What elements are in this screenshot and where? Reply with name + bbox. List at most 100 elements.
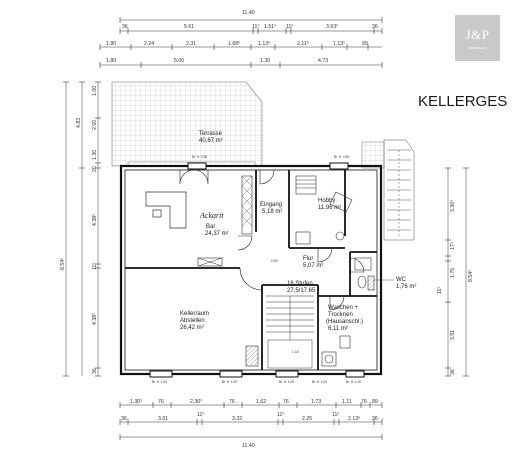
room-keller-sub: Abstellen — [180, 318, 205, 324]
bottom-dim: 76 — [283, 399, 289, 405]
top-dim: 2.11⁵ — [297, 41, 309, 47]
left-dim: 4.38⁵ — [92, 313, 98, 325]
left-dim: 4.83 — [76, 118, 82, 128]
left-total-dim: 8.54⁵ — [60, 258, 66, 270]
shelf-pattern — [241, 175, 253, 227]
top-dim: 36 — [122, 24, 128, 30]
bottom-dim: 11⁵ — [197, 412, 205, 418]
bottom-dim: 2.25 — [302, 416, 312, 422]
handwritten-note: Ackarit — [199, 211, 224, 220]
right-dim: 17⁵ — [450, 242, 456, 250]
right-total-dim: 8.54⁵ — [468, 270, 474, 282]
window-note: Br. H. 0,96 — [334, 155, 349, 159]
right-dim: 3.36⁵ — [450, 200, 456, 212]
bottom-dim: 1.30⁵ — [130, 399, 142, 405]
window-note: Br. H. 1,00 — [279, 380, 294, 384]
bottom-dim: 3.32 — [232, 416, 242, 422]
room-waschen-label: Waschen + — [328, 305, 358, 311]
bottom-dim: 11⁵ — [277, 412, 285, 418]
left-dim: 1.00 — [92, 86, 98, 96]
terrace-area — [111, 81, 263, 167]
window-note: Br. H. 1,00 — [222, 380, 237, 384]
top-dim: 1.51⁵ — [264, 24, 276, 30]
room-eingang-area: 5,18 m² — [262, 209, 282, 215]
laundry-fixtures — [321, 335, 351, 367]
top-dim: 2.24 — [144, 41, 154, 47]
top-dim: 1.30 — [260, 58, 270, 64]
bar-counter — [145, 191, 187, 229]
stairs-label: 16 Stufen — [287, 281, 313, 287]
top-dimensions — [99, 17, 383, 68]
top-dim: 11⁵ — [286, 24, 294, 30]
terrace-area-value: 40,67 m² — [199, 138, 223, 144]
bottom-dim: 2.36⁵ — [190, 399, 202, 405]
room-waschen-sub2: (Hausanschl.) — [326, 319, 363, 325]
doors — [179, 169, 365, 311]
window-note: Br. H. 1,00 — [152, 380, 167, 384]
left-dim: 2.00 — [92, 120, 98, 130]
top-dim: 36 — [372, 24, 378, 30]
inside-stairs — [266, 295, 314, 369]
top-dim: 5.06 — [174, 58, 184, 64]
hobby-furniture — [295, 175, 353, 245]
left-dimensions — [63, 81, 101, 377]
terrace-side — [361, 141, 385, 169]
bottom-dim: 36 — [372, 416, 378, 422]
room-waschen-area: 6,11 m² — [328, 326, 348, 332]
top-dim: 2.31 — [186, 41, 196, 47]
bottom-dim: 76 — [361, 399, 367, 405]
outer-walls — [119, 164, 383, 376]
top-dim: 1.13⁵ — [333, 41, 345, 47]
window-note: Br. H. 1,00 — [312, 380, 327, 384]
outside-stairs — [383, 139, 415, 241]
right-dim: 1.76 — [450, 268, 456, 278]
bottom-dim: 1.62 — [256, 399, 266, 405]
top-dim: 1.80 — [106, 41, 116, 47]
top-dim: 4.73 — [318, 58, 328, 64]
bottom-total-dim: 11.40 — [242, 443, 255, 449]
bottom-dim: 3.01 — [158, 416, 168, 422]
storage-shaft — [245, 345, 259, 367]
top-dim: 1.13⁵ — [258, 41, 270, 47]
top-dim: 11⁵ — [252, 24, 260, 30]
room-eingang-label: Eingang — [260, 202, 282, 208]
bottom-dim: 1.73 — [311, 399, 321, 405]
room-wc-label: WC — [396, 277, 407, 283]
bottom-dim: 1.11 — [342, 399, 352, 405]
company-logo: J&P IMMOBILIEN — [455, 15, 500, 61]
bottom-dim: 11⁵ — [332, 412, 340, 418]
left-dim: 11⁵ — [92, 262, 98, 270]
right-dim: 36 — [450, 369, 456, 375]
wc-fixtures — [354, 257, 375, 291]
bottom-dim: 36 — [121, 416, 127, 422]
top-dim: 99 — [362, 41, 368, 47]
terrace-label: Terrasse — [199, 131, 223, 137]
door-note: 2,92² — [271, 259, 278, 263]
plan-title: KELLERGES — [418, 93, 507, 110]
bottom-dim: 76 — [229, 399, 235, 405]
room-bar-area: 24,37 m² — [205, 231, 229, 237]
top-dim: 5.61 — [184, 24, 194, 30]
room-flur-label: Flur — [303, 256, 313, 262]
top-dim: 1.68⁵ — [228, 41, 240, 47]
bottom-dim: 89 — [372, 399, 378, 405]
bottom-dimensions — [119, 402, 383, 440]
top-dim: 1.80 — [106, 58, 116, 64]
inner-wall-line — [124, 169, 378, 371]
window-note: Br. H. 1,00 — [346, 380, 361, 384]
interior-walls — [125, 170, 377, 370]
room-waschen-sub: Trocknen — [328, 312, 353, 318]
top-dim: 3.63⁵ — [326, 24, 338, 30]
bar-shelf — [241, 175, 253, 235]
small-area-note: 1,13² — [292, 350, 299, 354]
windows-top — [187, 162, 349, 170]
bottom-dim: 76 — [158, 399, 164, 405]
room-flur-area: 5,07 m² — [303, 263, 323, 269]
right-dimensions — [445, 167, 469, 377]
right-dim: 11⁵ — [437, 286, 443, 294]
left-dim: 20 — [92, 166, 98, 172]
room-keller-label: Kellerraum — [180, 311, 209, 317]
room-hobby-area: 11,96 m² — [318, 205, 341, 211]
left-dim: 1.30 — [92, 150, 98, 160]
